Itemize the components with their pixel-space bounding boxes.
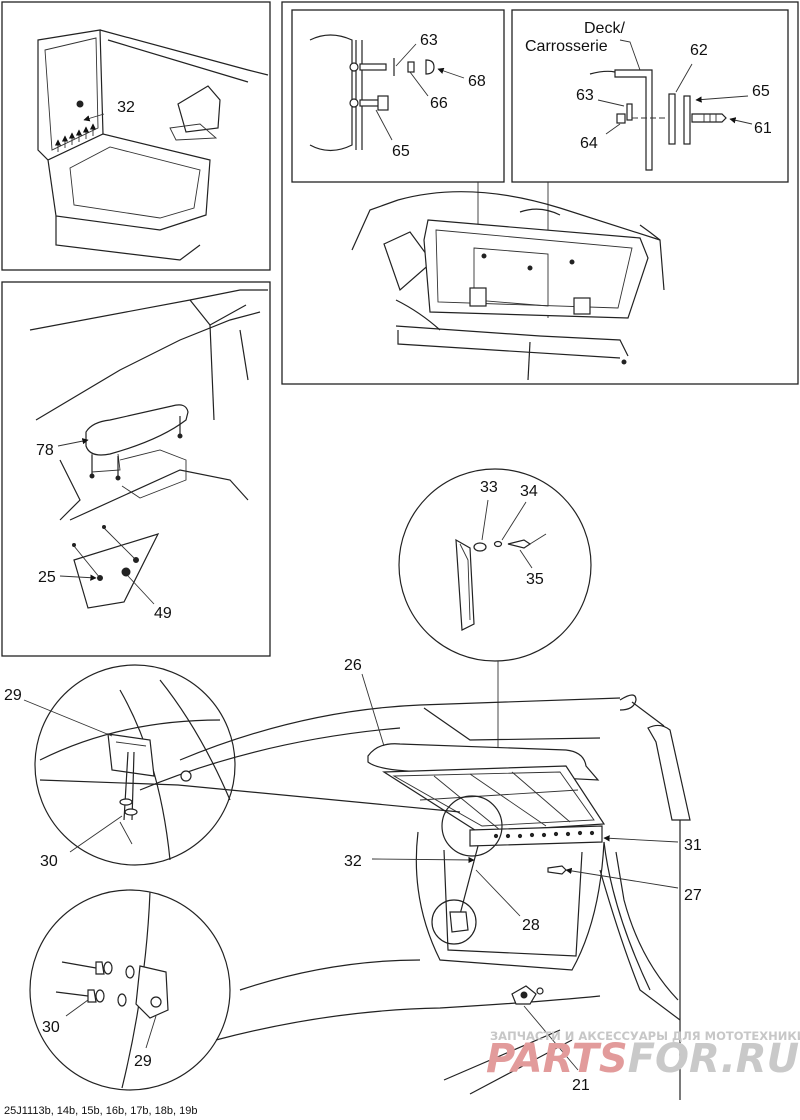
panel-frame xyxy=(1,1,271,271)
callout-61: 61 xyxy=(754,120,772,137)
callout-28: 28 xyxy=(522,917,540,934)
callout-29-top: 29 xyxy=(4,687,22,704)
watermark-brand-right: FOR.RU xyxy=(628,1036,799,1082)
rivet-upper xyxy=(61,961,135,979)
panel-frame xyxy=(1,281,271,657)
inset-hinge-rivet xyxy=(291,9,505,183)
callout-66: 66 xyxy=(430,95,448,112)
callout-32-main: 32 xyxy=(344,853,362,870)
callout-65-left: 65 xyxy=(392,143,410,160)
callout-68: 68 xyxy=(468,73,486,90)
detail-circle-rivets: 30 29 xyxy=(29,889,231,1091)
callout-49: 49 xyxy=(154,605,172,622)
callout-29-bottom: 29 xyxy=(134,1053,152,1070)
callout-65-right: 65 xyxy=(752,83,770,100)
deck-label-line1: Deck/ xyxy=(584,20,625,37)
callout-33: 33 xyxy=(480,479,498,496)
figure-code: 25J1113b, 14b, 15b, 16b, 17b, 18b, 19b xyxy=(4,1105,197,1117)
inset-deck-section xyxy=(511,9,789,183)
rivet-row xyxy=(493,830,595,839)
watermark: ЗАПЧАСТИ И АКСЕССУАРЫ ДЛЯ МОТОТЕХНИКИ PA… xyxy=(486,1029,800,1082)
panel-frame xyxy=(281,1,799,385)
callout-63-left: 63 xyxy=(420,32,438,49)
panel-hinge-detail: 63 66 68 65 Deck/ Carrosserie 62 65 61 6… xyxy=(281,1,799,385)
callout-30-top: 30 xyxy=(40,853,58,870)
detail-circle-strap: 33 34 35 xyxy=(398,468,592,758)
detail-circle-hinge-mount: 29 30 xyxy=(4,664,461,870)
callout-31: 31 xyxy=(684,837,702,854)
callout-30-bottom: 30 xyxy=(42,1019,60,1036)
callout-25: 25 xyxy=(38,569,56,586)
callout-27: 27 xyxy=(684,887,702,904)
callout-62: 62 xyxy=(690,42,708,59)
callout-35: 35 xyxy=(526,571,544,588)
callout-78: 78 xyxy=(36,442,54,459)
watermark-brand-left: PARTS xyxy=(486,1036,628,1082)
watermark-tagline: ЗАПЧАСТИ И АКСЕССУАРЫ ДЛЯ МОТОТЕХНИКИ xyxy=(490,1029,800,1043)
panel-storage-open: 32 xyxy=(1,1,271,271)
deck-label-line2: Carrosserie xyxy=(525,38,608,55)
main-view: 28 27 31 32 26 21 xyxy=(139,657,702,1100)
watermark-brand: PARTSFOR.RU xyxy=(486,1036,799,1082)
callout-63-right: 63 xyxy=(576,87,594,104)
callout-34: 34 xyxy=(520,483,538,500)
panel-footrest: 78 25 49 xyxy=(1,281,271,657)
hinge-arrows xyxy=(54,123,97,152)
callout-26: 26 xyxy=(344,657,362,674)
callout-32-top: 32 xyxy=(117,99,135,116)
callout-21: 21 xyxy=(572,1077,590,1094)
rivet-lower xyxy=(55,989,127,1007)
callout-64: 64 xyxy=(580,135,598,152)
